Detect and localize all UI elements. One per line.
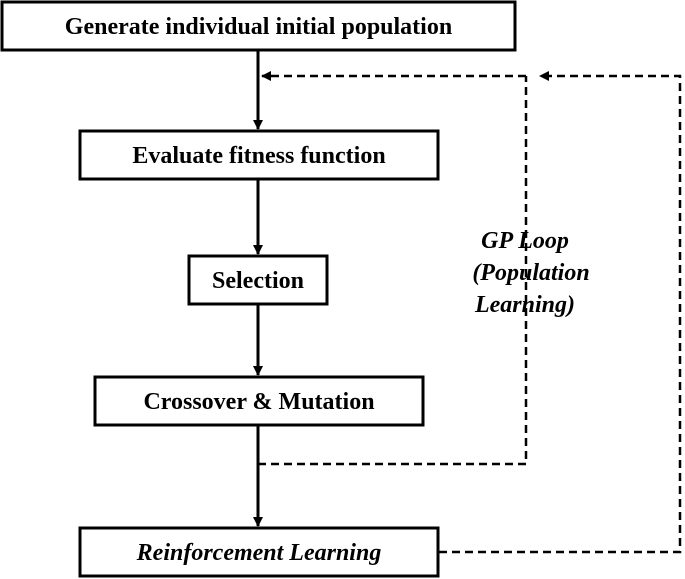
node-reinforcement: Reinforcement Learning [78, 526, 440, 578]
node-generate-label: Generate individual initial population [65, 14, 452, 40]
node-evaluate-label: Evaluate fitness function [132, 143, 385, 169]
node-selection: Selection [187, 254, 329, 306]
node-reinforcement-label: Reinforcement Learning [136, 540, 382, 566]
node-crossover: Crossover & Mutation [93, 375, 425, 427]
node-generate: Generate individual initial population [0, 0, 517, 52]
gp-loop-label-line1: GP Loop [481, 228, 569, 254]
dashed-rl-loop [439, 71, 682, 554]
node-crossover-label: Crossover & Mutation [143, 389, 374, 415]
node-evaluate: Evaluate fitness function [78, 129, 440, 181]
gp-loop-label: GP Loop (Population Learning) [472, 228, 589, 318]
dashed-gp-loop [258, 76, 528, 466]
gp-loop-label-line2: (Population [472, 260, 589, 286]
node-selection-label: Selection [212, 268, 304, 294]
gp-loop-label-line3: Learning) [474, 292, 575, 318]
